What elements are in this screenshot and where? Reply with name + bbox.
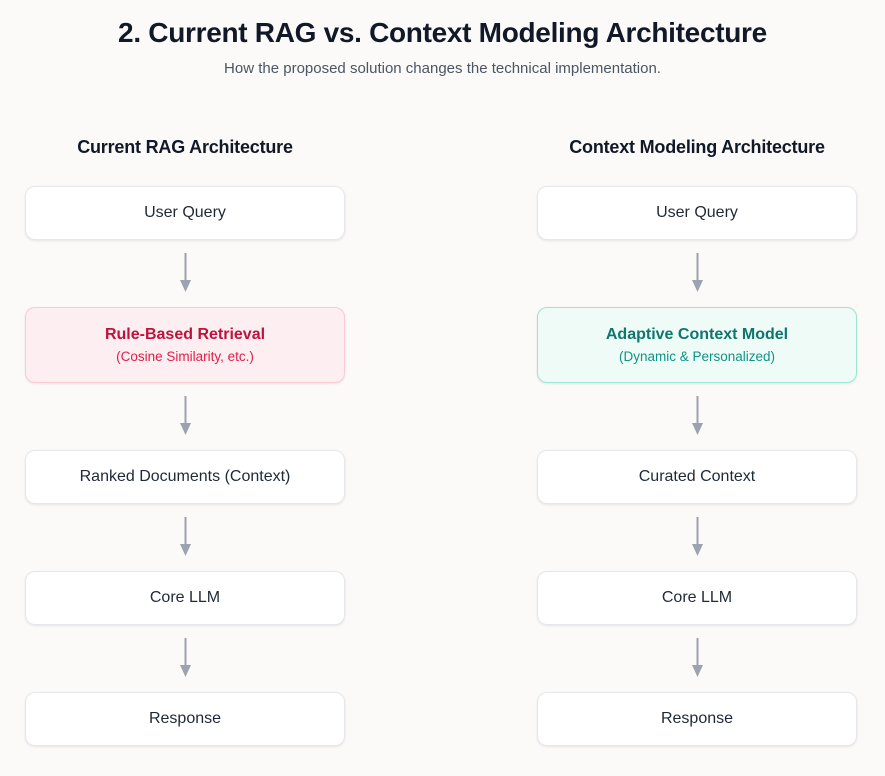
node-label: User Query bbox=[656, 204, 738, 221]
page-subtitle: How the proposed solution changes the te… bbox=[224, 60, 661, 77]
node-response: Response bbox=[537, 692, 857, 746]
down-arrow-icon bbox=[179, 638, 192, 678]
column-title-current-rag: Current RAG Architecture bbox=[77, 137, 293, 157]
node-label: Response bbox=[660, 710, 734, 727]
node-user-query: User Query bbox=[537, 186, 857, 240]
down-arrow-icon bbox=[691, 638, 704, 678]
node-response: Response bbox=[25, 692, 345, 746]
node-label: Rule-Based Retrieval bbox=[104, 326, 266, 343]
architecture-columns: Current RAG Architecture User Query Rule… bbox=[0, 136, 885, 746]
column-current-rag: Current RAG Architecture User Query Rule… bbox=[25, 136, 345, 746]
node-core-llm: Core LLM bbox=[25, 571, 345, 625]
down-arrow-icon bbox=[691, 396, 704, 436]
down-arrow-icon bbox=[179, 517, 192, 557]
down-arrow-icon bbox=[179, 396, 192, 436]
node-rule-based-retrieval: Rule-Based Retrieval (Cosine Similarity,… bbox=[25, 307, 345, 383]
down-arrow-icon bbox=[179, 253, 192, 293]
column-context-modeling: Context Modeling Architecture User Query… bbox=[537, 136, 857, 746]
node-label: Core LLM bbox=[661, 589, 733, 606]
node-curated-context: Curated Context bbox=[537, 450, 857, 504]
node-adaptive-context-model: Adaptive Context Model (Dynamic & Person… bbox=[537, 307, 857, 383]
node-label: Core LLM bbox=[149, 589, 221, 606]
node-label: User Query bbox=[144, 204, 226, 221]
down-arrow-icon bbox=[691, 517, 704, 557]
down-arrow-icon bbox=[691, 253, 704, 293]
node-sublabel: (Dynamic & Personalized) bbox=[618, 349, 776, 364]
page-title: 2. Current RAG vs. Context Modeling Arch… bbox=[118, 17, 767, 48]
column-title-context-modeling: Context Modeling Architecture bbox=[569, 137, 825, 157]
node-label: Curated Context bbox=[638, 468, 756, 485]
node-user-query: User Query bbox=[25, 186, 345, 240]
node-sublabel: (Cosine Similarity, etc.) bbox=[116, 349, 254, 364]
node-label: Response bbox=[148, 710, 222, 727]
node-ranked-documents: Ranked Documents (Context) bbox=[25, 450, 345, 504]
node-label: Ranked Documents (Context) bbox=[79, 468, 291, 485]
node-label: Adaptive Context Model bbox=[605, 326, 789, 343]
node-core-llm: Core LLM bbox=[537, 571, 857, 625]
